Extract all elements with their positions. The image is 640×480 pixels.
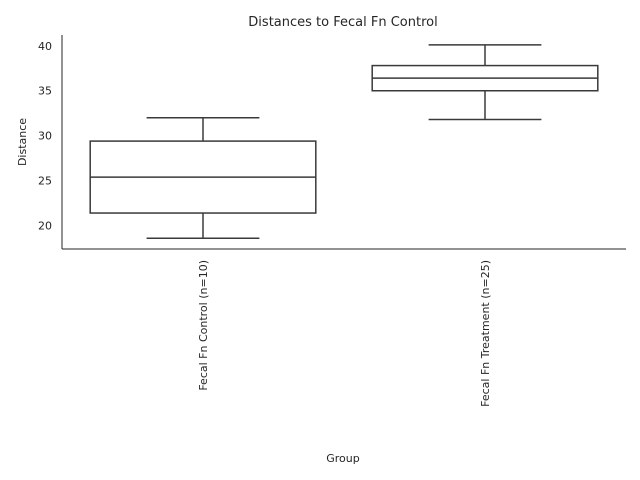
y-tick-label: 35 — [38, 85, 52, 98]
boxplots — [89, 44, 599, 239]
y-ticks: 20 25 30 35 40 — [38, 40, 52, 233]
y-tick-label: 30 — [38, 130, 52, 143]
x-tick-label: Fecal Fn Treatment (n=25) — [479, 260, 492, 407]
boxplot-1 — [89, 116, 317, 239]
y-tick-label: 20 — [38, 220, 52, 233]
y-axis-label: Distance — [16, 118, 29, 166]
x-tick-label: Fecal Fn Control (n=10) — [197, 260, 210, 391]
x-ticks: Fecal Fn Control (n=10) Fecal Fn Treatmen… — [197, 260, 492, 407]
y-tick-label: 25 — [38, 175, 52, 188]
chart-title: Distances to Fecal Fn Control — [248, 15, 437, 30]
x-axis-label: Group — [326, 452, 360, 465]
boxplot-2 — [371, 44, 599, 121]
y-tick-label: 40 — [38, 40, 52, 53]
